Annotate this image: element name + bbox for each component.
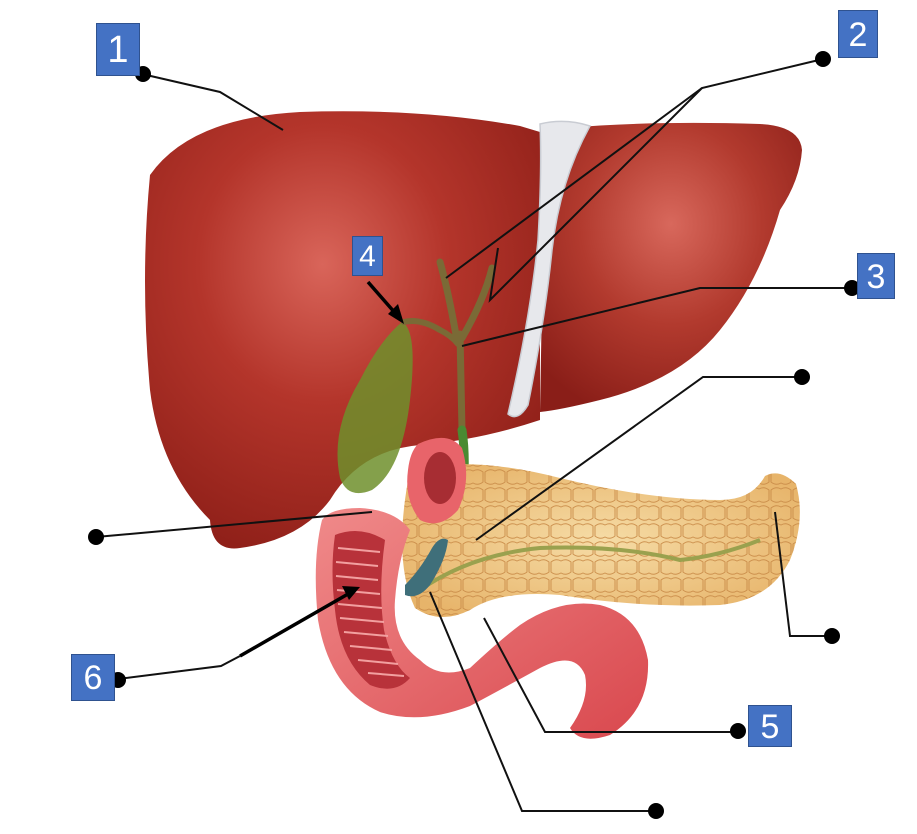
- leader-line-6: [118, 656, 240, 679]
- stomach-cut: [407, 438, 466, 523]
- dot-pancreatic-duct: [794, 369, 810, 385]
- dot-ampulla: [648, 803, 664, 819]
- dot-stomach: [88, 529, 104, 545]
- label-badge-3: 3: [857, 253, 895, 299]
- label-badge-5: 5: [748, 705, 792, 747]
- dot-pancreas-tail: [824, 628, 840, 644]
- liver-left-lobe: [540, 123, 802, 412]
- label-badge-1: 1: [96, 23, 140, 76]
- dot-5: [730, 723, 746, 739]
- label-badge-4: 4: [352, 236, 383, 276]
- label-badge-6: 6: [71, 654, 115, 701]
- label-badge-2: 2: [838, 10, 878, 58]
- dot-2: [815, 51, 831, 67]
- common-hepatic-duct: [460, 334, 462, 430]
